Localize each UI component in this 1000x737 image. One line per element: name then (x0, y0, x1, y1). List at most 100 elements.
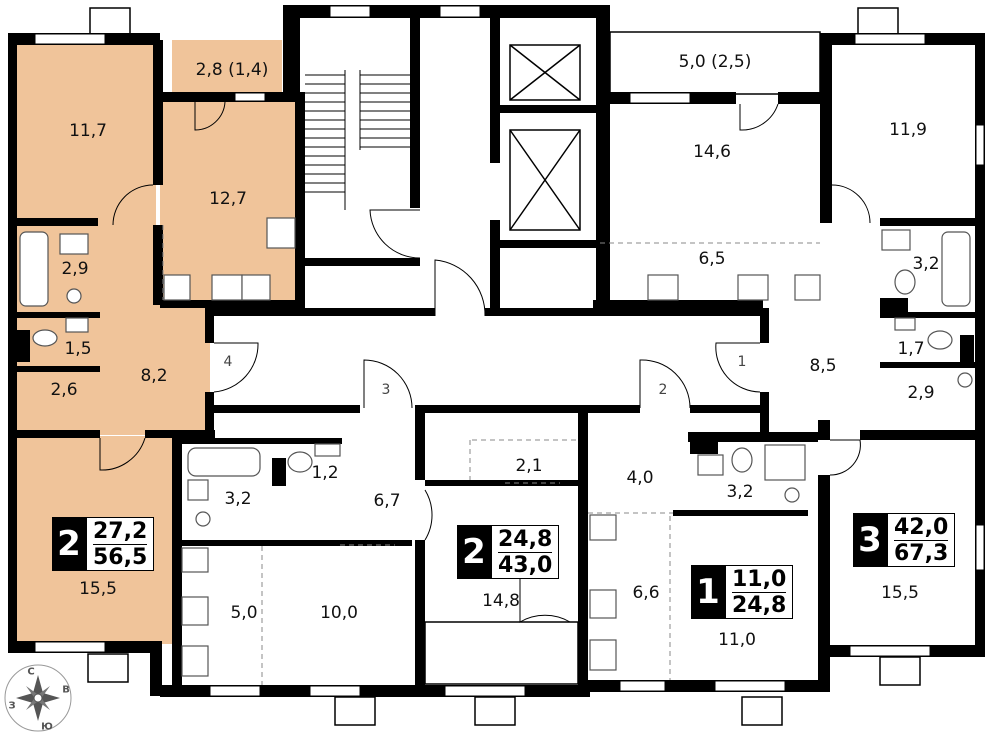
toilet-icon (927, 330, 953, 350)
door-swing (829, 439, 861, 476)
window (975, 124, 985, 166)
compass-north: С (27, 666, 35, 678)
balcony (87, 653, 129, 683)
total-area: 43,0 (498, 552, 553, 578)
apartment-entrance-number: 4 (223, 354, 233, 370)
room-area-label: 2,9 (907, 383, 935, 403)
room-area-label: 2,6 (50, 380, 78, 400)
room-area-label: 14,8 (482, 591, 520, 611)
wall (500, 240, 596, 248)
door-swing (424, 489, 433, 541)
room-count: 1 (691, 565, 725, 619)
wall (182, 438, 342, 444)
wall (153, 40, 163, 185)
wall (300, 258, 420, 266)
zone-dashed-lines (162, 225, 820, 685)
room-area-label: 2,9 (61, 259, 89, 279)
fridge-icon (589, 639, 617, 671)
room-area-label: 14,6 (693, 142, 731, 162)
wall (160, 92, 300, 102)
wall (172, 430, 182, 690)
wall (272, 458, 286, 486)
compass-east: В (62, 684, 70, 696)
sink-icon (59, 233, 89, 255)
wall (673, 510, 808, 516)
wall (593, 300, 763, 310)
room-area-label: 1,2 (311, 463, 339, 483)
area-divider (894, 539, 949, 541)
apartment-entrance-number: 3 (381, 382, 391, 398)
total-area: 67,3 (894, 540, 949, 566)
window (439, 5, 481, 18)
door-swing (363, 359, 413, 409)
apartment-fill-area (172, 40, 282, 95)
wall (415, 405, 640, 413)
balcony (857, 7, 899, 35)
toilet-icon (287, 451, 313, 473)
living-area: 27,2 (93, 518, 148, 544)
wall (182, 540, 262, 546)
door-swing (715, 342, 761, 393)
window (34, 33, 106, 45)
room-area-label: 15,5 (79, 579, 117, 599)
wall (778, 92, 823, 104)
room-area-label: 15,5 (881, 583, 919, 603)
door-swing (99, 437, 146, 471)
balcony (474, 696, 516, 726)
balcony (741, 696, 783, 726)
wall (975, 33, 985, 657)
sink-icon (881, 229, 911, 251)
room-area-label: 11,0 (718, 630, 756, 650)
fridge-icon (181, 645, 209, 677)
stove-icon (589, 589, 617, 619)
window (714, 680, 786, 692)
balcony (879, 656, 921, 686)
area-divider (93, 543, 148, 545)
zone-boundary-line (469, 439, 580, 480)
toilet-icon (731, 447, 753, 473)
room-area-label: 1,5 (64, 339, 92, 359)
window (234, 92, 266, 102)
wall (860, 430, 980, 440)
room-count: 2 (52, 517, 86, 571)
window (329, 5, 371, 18)
room-area-label: 3,2 (224, 489, 252, 509)
plumbing-and-kitchen-fixtures (19, 217, 973, 677)
wall (880, 312, 978, 318)
apartment-fill-area (100, 300, 210, 435)
wall (880, 218, 978, 226)
balcony (89, 7, 131, 35)
wall (818, 420, 830, 440)
room-area-label: 8,5 (809, 356, 837, 376)
wall (10, 430, 100, 438)
total-area: 56,5 (93, 544, 148, 570)
wall (690, 440, 718, 454)
wall (425, 480, 580, 486)
room-area-label: 2,8 (1,4) (195, 60, 269, 80)
living-area: 24,8 (498, 526, 553, 552)
wall (16, 218, 98, 226)
sink-icon (894, 317, 916, 331)
staircase (305, 70, 410, 210)
door-swing (739, 103, 779, 131)
windows (34, 5, 985, 697)
room-area-label: 6,7 (373, 491, 401, 511)
wall (820, 33, 832, 223)
wall (485, 308, 765, 316)
elevator-shafts (509, 44, 581, 231)
room-area-label: 11,9 (889, 120, 927, 140)
compass-rose-icon (4, 664, 72, 732)
apartment-fill-area (160, 100, 298, 305)
living-area: 42,0 (894, 514, 949, 540)
door-swing (112, 184, 154, 226)
wall (283, 5, 300, 100)
room-area-label: 2,1 (515, 456, 543, 476)
wall (205, 405, 360, 413)
door-swing (213, 342, 259, 393)
